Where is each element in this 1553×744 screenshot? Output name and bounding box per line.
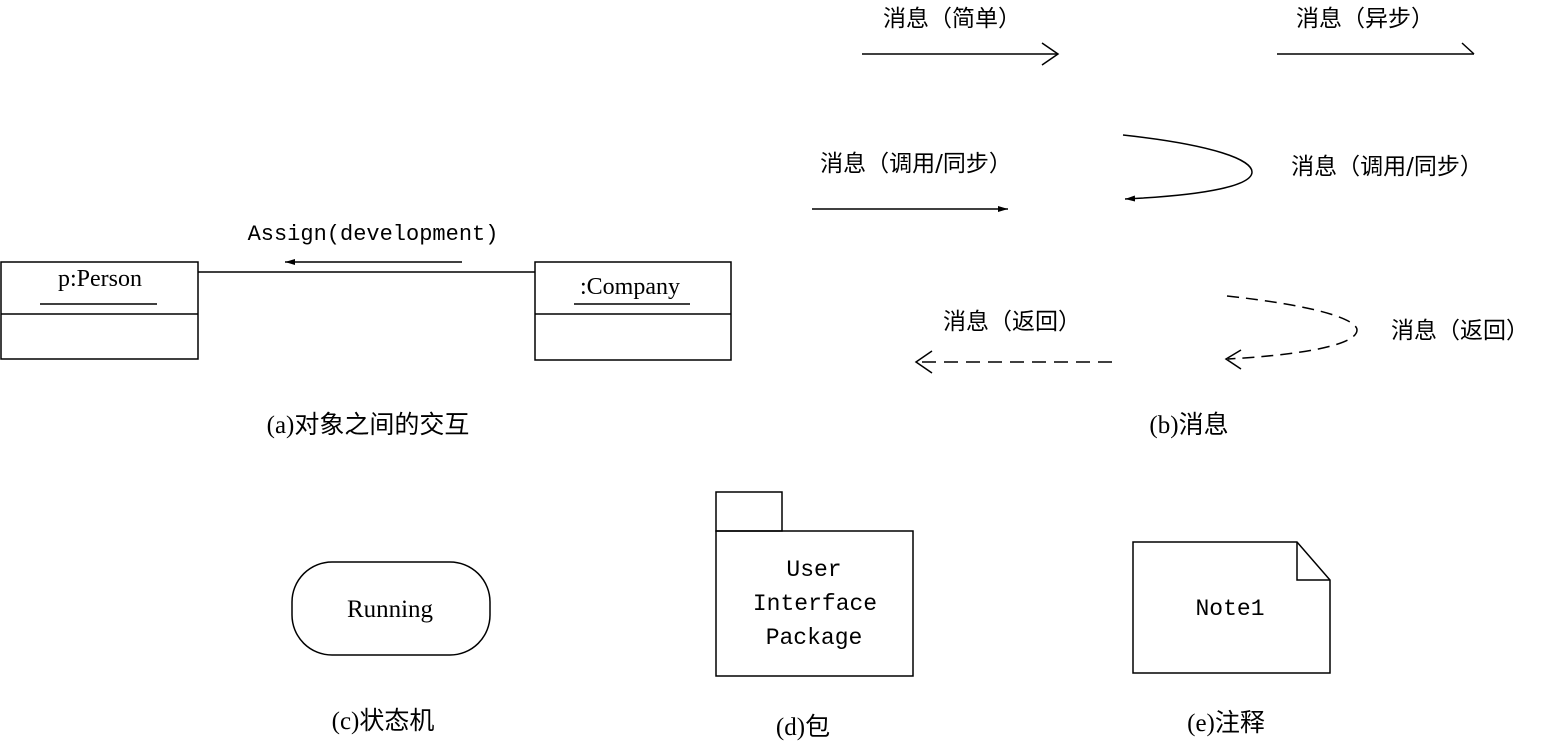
note-caption: (e)注释 [1187, 709, 1265, 737]
package-caption: (d)包 [776, 713, 830, 741]
state-machine-panel: Running (c)状态机 [291, 561, 491, 735]
message-return-self-arrow [1224, 295, 1358, 370]
messages-caption: (b)消息 [1149, 411, 1228, 439]
note-text: Note1 [1195, 596, 1264, 622]
package-tab [715, 491, 783, 532]
package-body [715, 530, 914, 677]
message-async-label: 消息（异步） [1296, 6, 1434, 32]
state-machine-caption: (c)状态机 [332, 707, 435, 735]
message-async-arrow [1277, 42, 1475, 55]
object-company-name: :Company [580, 274, 680, 300]
interaction-caption: (a)对象之间的交互 [267, 411, 470, 439]
message-simple-arrow [862, 42, 1060, 66]
message-return-arrow [914, 350, 1112, 374]
state-name: Running [347, 596, 434, 623]
package-name-line-3: Package [766, 625, 863, 651]
object-company: :Company [534, 261, 732, 361]
messages-panel: 消息（简单） 消息（异步） 消息（调用/同步） 消息（调用/同步） 消息（返回）… [812, 6, 1529, 439]
state-box [291, 561, 491, 656]
object-person-name: p:Person [58, 266, 142, 292]
package-panel: User Interface Package (d)包 [715, 491, 914, 741]
package-name-line-1: User [786, 557, 841, 583]
interaction-message-label: Assign(development) [248, 222, 499, 247]
note-box [1132, 541, 1331, 674]
object-person: p:Person [0, 261, 199, 360]
package-name-line-2: Interface [753, 591, 877, 617]
message-return-self-label: 消息（返回） [1391, 318, 1529, 344]
message-call-sync-self-label: 消息（调用/同步） [1291, 154, 1483, 180]
note-panel: Note1 (e)注释 [1132, 541, 1331, 737]
note-folded-corner [1296, 542, 1330, 581]
interaction-panel: Assign(development) p:Person :Company (a… [0, 222, 732, 439]
message-call-sync-self-arrow [1122, 134, 1253, 202]
message-call-sync-label: 消息（调用/同步） [820, 151, 1012, 177]
message-return-label: 消息（返回） [943, 309, 1081, 335]
message-simple-label: 消息（简单） [883, 6, 1021, 32]
